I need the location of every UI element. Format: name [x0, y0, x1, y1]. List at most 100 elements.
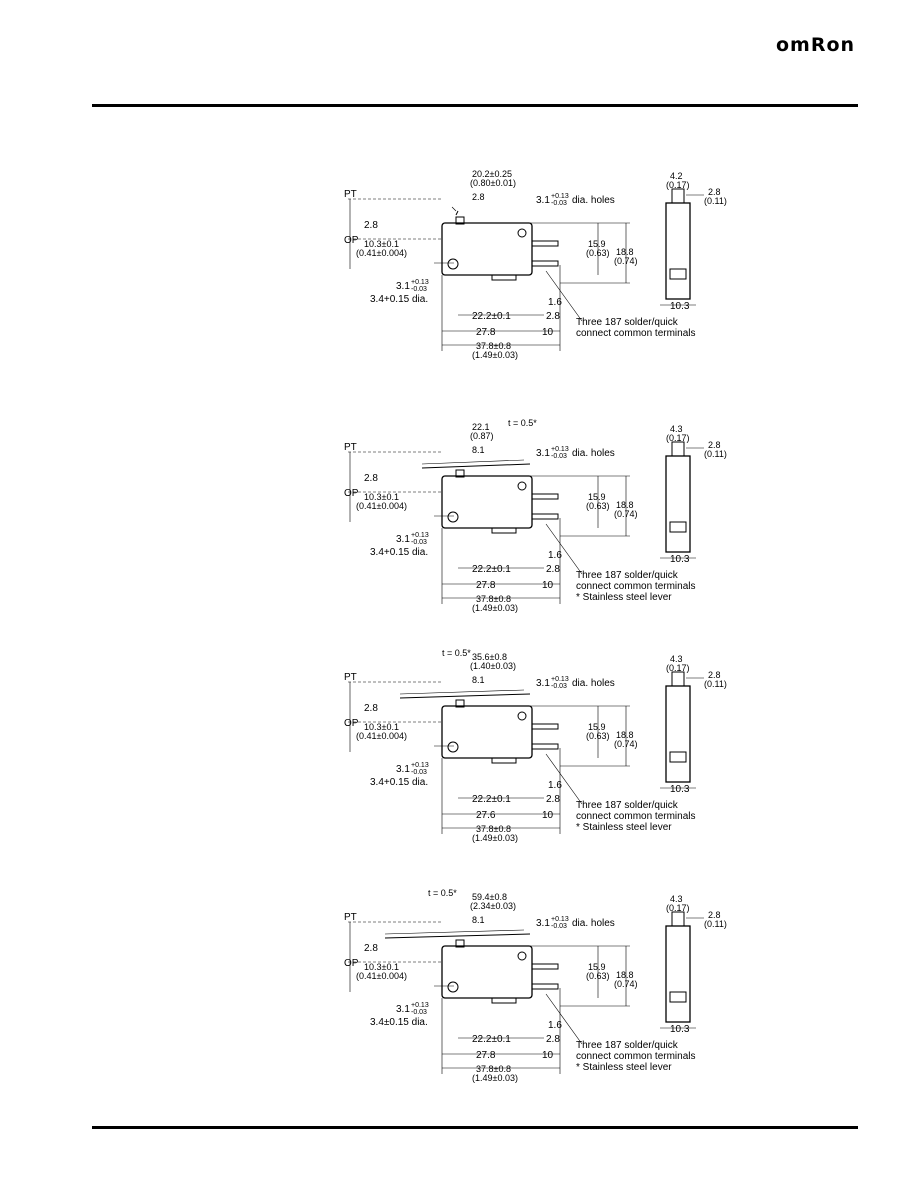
- switch-drawing-svg: t = 0.5* 35.6±0.8 (1.40±0.03) 8.1 3.1 +0…: [344, 648, 727, 843]
- hole2-tol-lo: -0.03: [411, 539, 427, 546]
- hole-tol-lo: -0.03: [551, 923, 567, 930]
- switch-body: [441, 475, 533, 529]
- terminal-upper: [531, 493, 559, 500]
- dim-2-8-left: 2.8: [364, 943, 378, 954]
- dim-27-8: 27.8: [476, 580, 496, 591]
- terminal-upper: [531, 963, 559, 970]
- terminal-note-line2: connect common terminals: [576, 1051, 696, 1062]
- dim-37-8-in: (1.49±0.03): [472, 350, 518, 360]
- op-label: OP: [344, 235, 359, 246]
- terminal-note-line2: connect common terminals: [576, 811, 696, 822]
- terminal-lower: [531, 260, 559, 267]
- hole-label: 3.1: [536, 678, 550, 689]
- dim-2-8-bottom: 2.8: [546, 564, 560, 575]
- side-base-width: 10.3: [670, 1024, 690, 1035]
- dia-3-4: 3.4+0.15 dia.: [370, 294, 428, 305]
- dia-3-4: 3.4±0.15 dia.: [370, 1017, 428, 1028]
- dim-10: 10: [542, 327, 554, 338]
- actuator-plunger: [455, 699, 465, 708]
- side-base-width: 10.3: [670, 301, 690, 312]
- lever-edge: [421, 459, 525, 465]
- op-label: OP: [344, 718, 359, 729]
- pt-label: PT: [344, 912, 357, 923]
- switch-body: [441, 222, 533, 276]
- hole2-tol-lo: -0.03: [411, 769, 427, 776]
- side-thickness: 2.8: [708, 440, 721, 450]
- mounting-hole-upper: [517, 228, 527, 238]
- terminal-lower: [531, 743, 559, 750]
- lever-offset: 2.8: [472, 192, 485, 202]
- overall-lever-length-in: (0.80±0.01): [470, 178, 516, 188]
- hole-suffix: dia. holes: [572, 918, 615, 929]
- height-18-8-in: (0.74): [614, 739, 638, 749]
- height-15-9: 15.9: [588, 722, 606, 732]
- dim-1-6: 1.6: [548, 297, 562, 308]
- side-view-actuator: [671, 441, 685, 457]
- op-value-in: (0.41±0.004): [356, 971, 407, 981]
- hole-tol-hi: +0.13: [551, 446, 569, 453]
- switch-drawing-svg: t = 0.5* 22.1 (0.87) 8.1 3.1 +0.13 -0.03…: [344, 418, 727, 613]
- hole-label: 3.1: [536, 918, 550, 929]
- hole2-tol-hi: +0.13: [411, 762, 429, 769]
- switch-body: [441, 945, 533, 999]
- header-rule: [92, 104, 858, 107]
- terminal-upper: [531, 240, 559, 247]
- side-thickness-in: (0.11): [704, 919, 727, 929]
- side-width: 4.3: [670, 424, 683, 434]
- lever-offset: 8.1: [472, 915, 485, 925]
- lever-offset: 8.1: [472, 445, 485, 455]
- mounting-hole-upper: [517, 951, 527, 961]
- hole-label: 3.1: [536, 195, 550, 206]
- hole2-tol-lo: -0.03: [411, 286, 427, 293]
- overall-lever-length: 35.6±0.8: [472, 652, 507, 662]
- side-view-body: [665, 685, 691, 783]
- dim-27-8: 27.6: [476, 810, 496, 821]
- dim-10: 10: [542, 580, 554, 591]
- hole-suffix: dia. holes: [572, 678, 615, 689]
- hole-suffix: dia. holes: [572, 448, 615, 459]
- height-18-8: 18.8: [616, 970, 634, 980]
- side-base-width: 10.3: [670, 784, 690, 795]
- dimension-drawing-1: 20.2±0.25 (0.80±0.01) 2.8 3.1 +0.13 -0.0…: [330, 165, 750, 375]
- height-15-9-in: (0.63): [586, 971, 610, 981]
- side-thickness-in: (0.11): [704, 449, 727, 459]
- side-width-in: (0.17): [666, 903, 690, 913]
- lever-material-note: * Stainless steel lever: [576, 1062, 672, 1073]
- op-value-in: (0.41±0.004): [356, 501, 407, 511]
- terminal-leader: [545, 993, 583, 1045]
- dimension-drawing-4: t = 0.5* 59.4±0.8 (2.34±0.03) 8.1 3.1 +0…: [330, 888, 750, 1098]
- omron-logo: omRon: [776, 34, 856, 56]
- op-label: OP: [344, 488, 359, 499]
- side-view-actuator: [671, 188, 685, 204]
- overall-lever-length-in: (0.87): [470, 431, 494, 441]
- overall-lever-length-in: (2.34±0.03): [470, 901, 516, 911]
- dim-1-6: 1.6: [548, 780, 562, 791]
- height-15-9: 15.9: [588, 492, 606, 502]
- dim-37-8-in: (1.49±0.03): [472, 603, 518, 613]
- hole-tol-hi: +0.13: [551, 916, 569, 923]
- side-width: 4.2: [670, 171, 683, 181]
- dim-2-8-left: 2.8: [364, 220, 378, 231]
- op-label: OP: [344, 958, 359, 969]
- side-view-body: [665, 455, 691, 553]
- op-value-in: (0.41±0.004): [356, 248, 407, 258]
- side-view-terminal: [669, 751, 687, 763]
- mounting-hole-lower: [447, 511, 459, 523]
- op-value-in: (0.41±0.004): [356, 731, 407, 741]
- mounting-hole-lower: [447, 741, 459, 753]
- lever-edge: [384, 929, 525, 935]
- actuator-lever: [421, 463, 531, 469]
- lever-offset: 8.1: [472, 675, 485, 685]
- hole2-label: 3.1: [396, 764, 410, 775]
- terminal-note-line1: Three 187 solder/quick: [576, 570, 679, 581]
- side-view-body: [665, 925, 691, 1023]
- terminal-leader: [545, 270, 583, 322]
- overall-lever-length: 22.1: [472, 422, 490, 432]
- overall-lever-length: 59.4±0.8: [472, 892, 507, 902]
- lever-material-note: * Stainless steel lever: [576, 592, 672, 603]
- mounting-hole-lower: [447, 258, 459, 270]
- switch-drawing-svg: 20.2±0.25 (0.80±0.01) 2.8 3.1 +0.13 -0.0…: [344, 169, 727, 360]
- dim-37-8: 37.8±0.8: [476, 594, 511, 604]
- hole2-label: 3.1: [396, 1004, 410, 1015]
- dim-22-2: 22.2±0.1: [472, 311, 511, 322]
